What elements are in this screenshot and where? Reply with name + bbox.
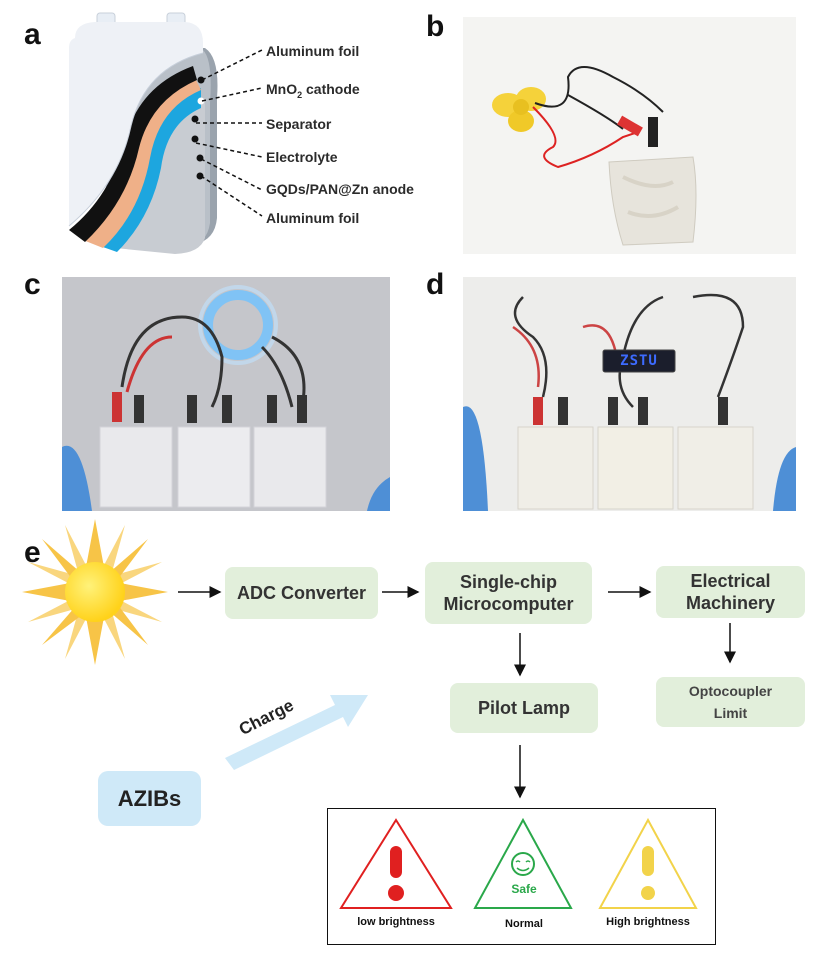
electrical-machinery-box: Electrical Machinery — [656, 566, 805, 618]
layer-label-electrolyte: Electrolyte — [266, 149, 338, 165]
status-label-normal: Normal — [505, 918, 543, 930]
photo-led-display-demo: ZSTU — [463, 277, 796, 511]
optocoupler-limit-box: Optocoupler Limit — [656, 677, 805, 727]
layer-label-aluminum-foil-top: Aluminum foil — [266, 43, 360, 59]
panel-label-c: c — [24, 268, 41, 301]
panel-label-d: d — [426, 268, 445, 301]
microcomputer-label-line1: Single-chip — [459, 572, 557, 592]
azibs-label: AZIBs — [117, 785, 182, 811]
status-triangles — [339, 817, 698, 909]
adc-converter-box: ADC Converter — [225, 567, 378, 619]
layer-label-anode: GQDs/PAN@Zn anode — [266, 181, 414, 197]
optocoupler-label-line1: Optocoupler — [688, 683, 773, 699]
warning-triangle-red-icon — [339, 818, 453, 909]
sun-icon — [22, 519, 168, 665]
warning-triangle-yellow-icon — [598, 817, 698, 909]
led-display-text: ZSTU — [620, 353, 658, 369]
layer-label-separator: Separator — [266, 116, 332, 132]
adc-converter-label: ADC Converter — [236, 583, 367, 603]
panel-label-e: e — [24, 536, 41, 569]
electrical-machinery-label-line1: Electrical — [690, 571, 771, 591]
photo-led-ring-demo — [62, 277, 390, 511]
status-indicator-box — [327, 808, 716, 945]
panel-label-b: b — [426, 10, 445, 43]
photo-fan-demo — [463, 17, 796, 254]
layer-label-cathode: MnO2 cathode — [266, 81, 360, 100]
pilot-lamp-label: Pilot Lamp — [477, 698, 570, 718]
status-label-high-brightness: High brightness — [606, 916, 690, 928]
layer-label-aluminum-foil-bottom: Aluminum foil — [266, 210, 360, 226]
safe-triangle-green-icon — [473, 817, 573, 909]
panel-label-a: a — [24, 18, 41, 51]
azibs-box: AZIBs — [98, 771, 201, 826]
microcomputer-label-line2: Microcomputer — [443, 594, 574, 614]
safe-label: Safe — [511, 882, 537, 896]
electrical-machinery-label-line2: Machinery — [685, 593, 776, 613]
layer-leader-lines — [195, 49, 263, 217]
optocoupler-label-line2: Limit — [713, 705, 748, 721]
pilot-lamp-box: Pilot Lamp — [450, 683, 598, 733]
status-label-low-brightness: low brightness — [357, 916, 435, 928]
battery-cross-section-illustration — [68, 12, 218, 254]
microcomputer-box: Single-chip Microcomputer — [425, 562, 592, 624]
